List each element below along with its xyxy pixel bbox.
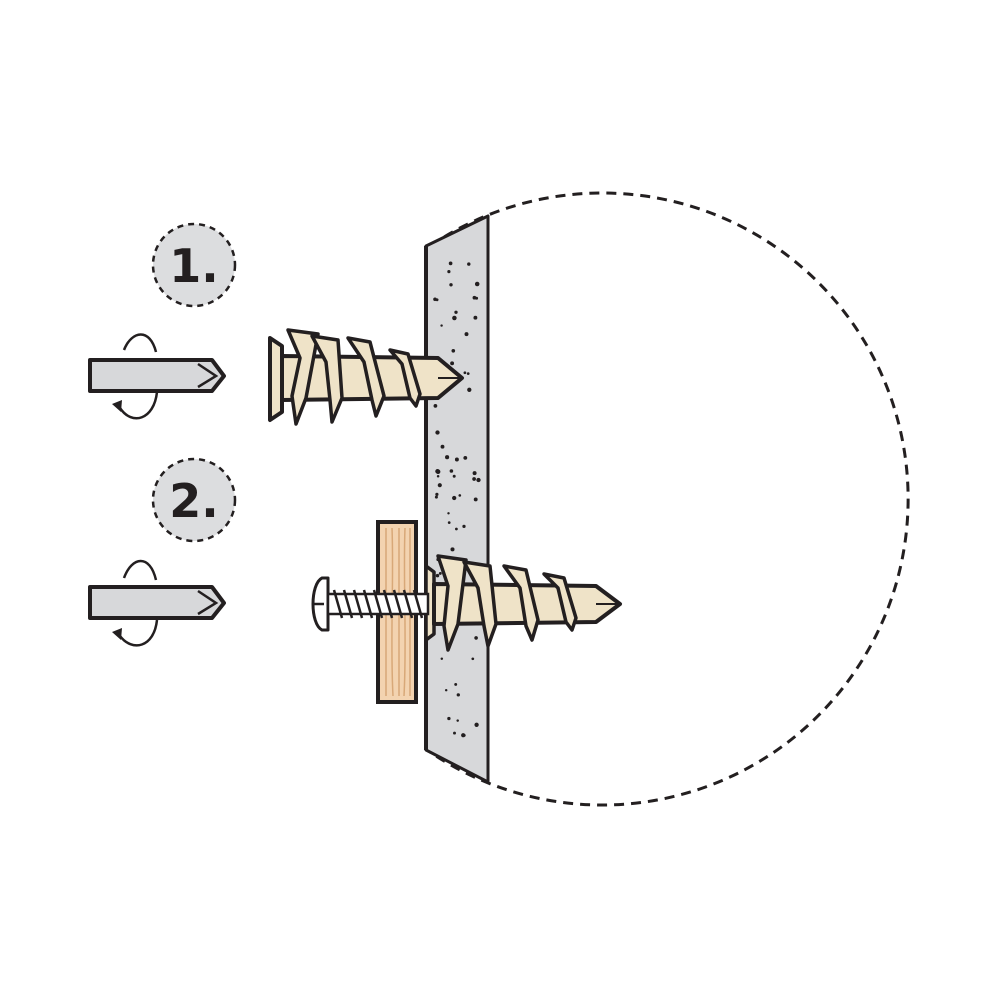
drywall-speckle bbox=[435, 298, 439, 302]
drywall-speckle bbox=[435, 469, 440, 474]
drywall-speckle bbox=[447, 512, 450, 515]
drywall-speckle bbox=[438, 571, 442, 575]
drywall-speckle bbox=[455, 527, 458, 531]
drywall-speckle bbox=[456, 693, 460, 697]
drywall-speckle bbox=[452, 474, 456, 478]
step-1-badge: 1. bbox=[151, 222, 237, 308]
drywall-speckle bbox=[472, 471, 477, 476]
screwdriver-bit-step-1 bbox=[88, 333, 226, 420]
drywall-speckle bbox=[451, 348, 456, 353]
drywall-speckle bbox=[449, 283, 453, 287]
drywall-speckle bbox=[462, 734, 466, 737]
drywall-speckle bbox=[463, 371, 467, 375]
drywall-section bbox=[424, 214, 490, 784]
drywall-speckle bbox=[462, 524, 466, 529]
screwdriver-bit-step-2 bbox=[88, 559, 226, 647]
drywall-speckle bbox=[440, 324, 443, 327]
drywall-speckle bbox=[452, 495, 457, 501]
drywall-speckle bbox=[467, 387, 472, 392]
drywall-speckle bbox=[447, 521, 451, 524]
drywall-speckle bbox=[433, 404, 438, 408]
drywall-speckle bbox=[463, 455, 468, 460]
drywall-anchor-step-1 bbox=[268, 328, 464, 426]
drywall-speckle bbox=[464, 332, 469, 337]
drywall-speckle bbox=[452, 315, 457, 321]
drywall-speckle bbox=[453, 731, 456, 735]
drywall-anchor-step-2 bbox=[424, 554, 622, 652]
step-2-label: 2. bbox=[169, 474, 218, 528]
detail-circle bbox=[429, 191, 910, 807]
drywall-speckle bbox=[475, 296, 479, 300]
drywall-speckle bbox=[473, 315, 478, 320]
drywall-speckle bbox=[476, 477, 481, 483]
step-1-label: 1. bbox=[169, 239, 218, 293]
drywall-speckle bbox=[435, 492, 439, 496]
machine-screw bbox=[311, 576, 430, 632]
drywall-speckle bbox=[456, 719, 459, 722]
drywall-speckle bbox=[473, 497, 478, 502]
rotation-arrow-icon bbox=[112, 559, 159, 647]
drywall-speckle bbox=[474, 722, 479, 727]
drywall-speckle bbox=[448, 261, 453, 266]
drywall-speckle bbox=[435, 573, 440, 578]
drywall-speckle bbox=[445, 455, 450, 460]
drywall-speckle bbox=[454, 310, 458, 314]
drywall-speckle bbox=[458, 494, 462, 497]
drywall-speckle bbox=[434, 495, 438, 499]
rotation-arrow-icon bbox=[112, 333, 159, 420]
drywall-speckle bbox=[437, 483, 442, 488]
drywall-speckle bbox=[435, 430, 440, 435]
step-2-badge: 2. bbox=[151, 457, 237, 543]
drywall-speckle bbox=[450, 547, 455, 552]
drywall-speckle bbox=[474, 636, 478, 640]
drywall-speckle bbox=[436, 474, 440, 478]
drywall-speckle bbox=[450, 361, 455, 366]
drywall-speckle bbox=[440, 657, 444, 660]
drywall-speckle bbox=[454, 682, 458, 686]
drywall-speckle bbox=[440, 444, 445, 449]
drywall-speckle bbox=[466, 372, 470, 375]
drywall-speckle bbox=[447, 716, 451, 721]
drywall-speckle bbox=[472, 477, 476, 481]
drywall-speckle bbox=[449, 469, 454, 473]
drywall-speckle bbox=[471, 657, 475, 661]
drywall-speckle bbox=[444, 688, 448, 692]
drywall-speckle bbox=[454, 457, 459, 462]
drywall-speckle bbox=[467, 262, 471, 266]
drywall-speckle bbox=[474, 281, 480, 287]
drywall-speckle bbox=[447, 270, 451, 274]
